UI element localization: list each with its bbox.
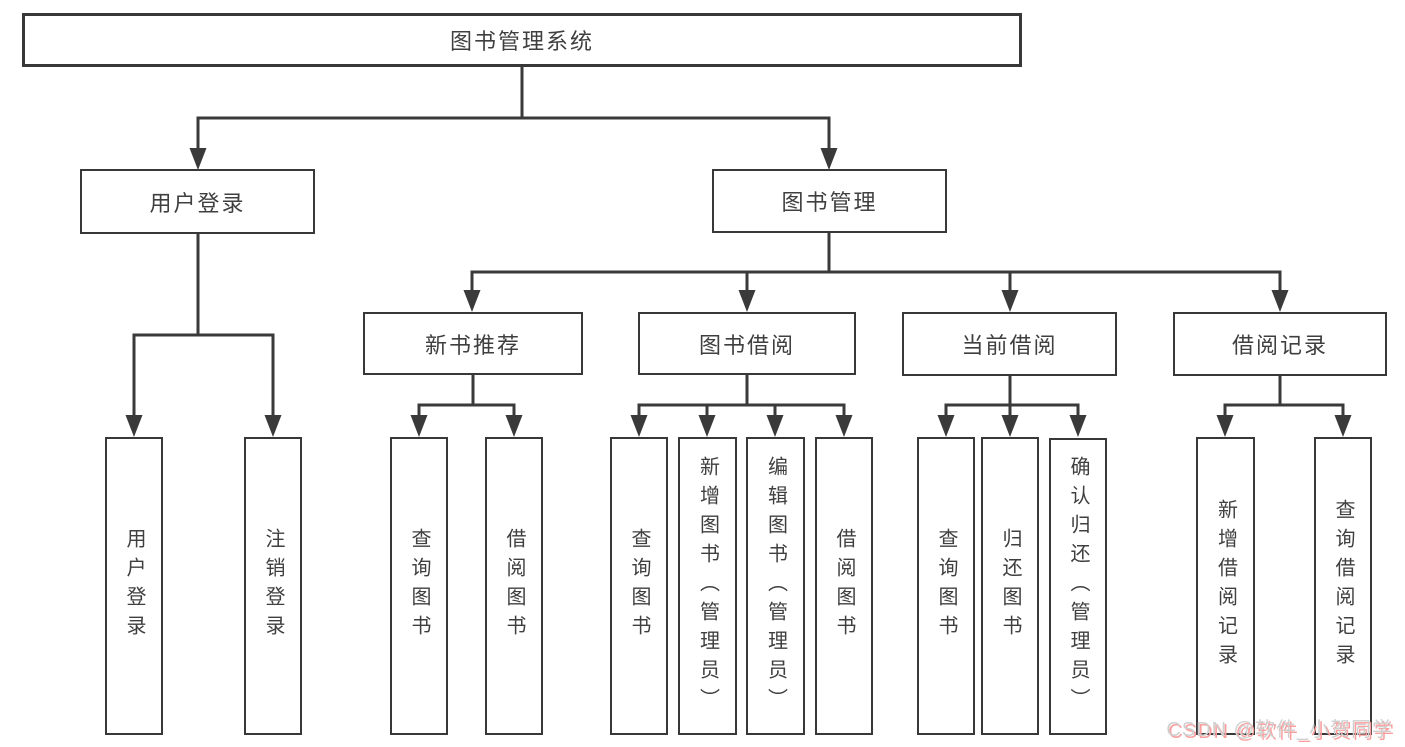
leaf-return-books: 归还图书	[981, 437, 1039, 735]
arrowhead-icon	[630, 415, 648, 437]
arrowhead-icon	[820, 148, 838, 170]
leaf-query-books-current: 查询图书	[917, 437, 975, 735]
leaf-label: 借阅图书	[833, 528, 855, 644]
arrowhead-icon	[1001, 415, 1019, 437]
arrowhead-icon	[835, 415, 853, 437]
leaf-label: 查询图书	[408, 528, 430, 644]
leaf-borrow-books-recommend: 借阅图书	[485, 437, 543, 735]
leaf-label: 新增借阅记录	[1214, 499, 1237, 673]
arrowhead-icon	[505, 415, 523, 437]
arrowhead-icon	[698, 415, 716, 437]
arrowhead-icon	[1334, 415, 1352, 437]
leaf-add-books-admin: 新增图书（管理员）	[678, 437, 737, 735]
node-book-management: 图书管理	[712, 169, 947, 233]
arrowhead-icon	[463, 290, 481, 312]
node-user-login: 用户登录	[80, 169, 315, 234]
connector-bookborrow-bar	[637, 403, 846, 417]
leaf-logout: 注销登录	[244, 437, 302, 735]
arrowhead-icon	[937, 415, 955, 437]
leaf-query-books-borrow: 查询图书	[610, 437, 668, 735]
node-book-borrow: 图书借阅	[638, 312, 856, 375]
arrowhead-icon	[1001, 290, 1019, 312]
arrowheads	[125, 148, 1352, 437]
leaf-label: 查询图书	[935, 528, 957, 644]
arrowhead-icon	[1271, 290, 1289, 312]
leaf-edit-books-admin: 编辑图书（管理员）	[746, 437, 805, 735]
arrowhead-icon	[766, 415, 784, 437]
node-current-borrow: 当前借阅	[902, 312, 1117, 376]
leaf-label: 借阅图书	[503, 528, 525, 644]
leaf-query-borrow-record: 查询借阅记录	[1314, 437, 1372, 735]
leaf-borrow-books: 借阅图书	[815, 437, 873, 735]
node-root-library-system: 图书管理系统	[22, 13, 1022, 67]
leaf-confirm-return-admin: 确认归还（管理员）	[1049, 438, 1107, 735]
leaf-label: 查询借阅记录	[1332, 499, 1354, 673]
leaf-label: 确认归还（管理员）	[1067, 456, 1089, 717]
arrowhead-icon	[264, 415, 282, 437]
leaf-label: 新增图书（管理员）	[696, 455, 719, 717]
arrowhead-icon	[189, 148, 207, 170]
node-new-book-recommend: 新书推荐	[363, 312, 583, 375]
connector-root-bar	[196, 116, 831, 150]
node-borrow-records: 借阅记录	[1173, 312, 1387, 376]
leaf-add-borrow-record: 新增借阅记录	[1196, 437, 1255, 735]
connector-newbook-bar	[417, 403, 516, 417]
arrowhead-icon	[1216, 415, 1234, 437]
leaf-label: 归还图书	[999, 528, 1021, 644]
leaf-label: 查询图书	[628, 528, 650, 644]
connector-login-bar	[132, 333, 275, 417]
leaf-label: 用户登录	[123, 528, 145, 644]
connector-bookmgmt-bar	[470, 270, 1282, 292]
arrowhead-icon	[738, 290, 756, 312]
connector-records-bar	[1223, 403, 1345, 417]
arrowhead-icon	[1069, 415, 1087, 437]
leaf-label: 注销登录	[262, 528, 284, 644]
leaf-label: 编辑图书（管理员）	[764, 455, 787, 717]
arrowhead-icon	[410, 415, 428, 437]
leaf-query-books-recommend: 查询图书	[390, 437, 448, 735]
csdn-watermark: CSDN @软件_小贺同学	[1166, 719, 1393, 741]
arrowhead-icon	[125, 415, 143, 437]
leaf-user-login: 用户登录	[105, 437, 163, 735]
